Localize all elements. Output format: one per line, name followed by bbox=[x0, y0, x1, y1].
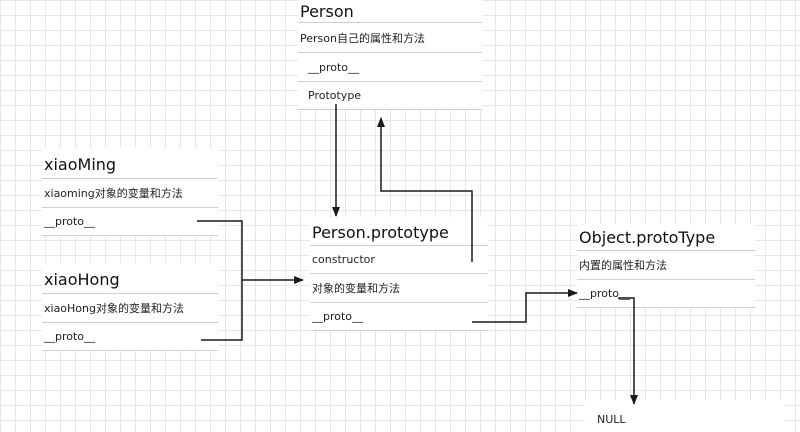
null-label: NULL bbox=[597, 413, 626, 426]
xiaoming-box: xiaoMing xiaoming对象的变量和方法 __proto__ bbox=[42, 148, 218, 236]
arrow-xiaohong-proto-to-prototype bbox=[201, 280, 243, 341]
person-prototype-box: Person.prototype constructor 对象的变量和方法 __… bbox=[310, 217, 488, 331]
person-prototype-props: 对象的变量和方法 bbox=[310, 274, 488, 303]
arrow-object-proto-to-null bbox=[618, 297, 638, 405]
person-proto: __proto__ bbox=[298, 53, 482, 82]
person-box: Person Person自己的属性和方法 __proto__ Prototyp… bbox=[298, 0, 482, 110]
xiaoming-title: xiaoMing bbox=[42, 150, 218, 179]
arrow-prototype-proto-to-object bbox=[472, 289, 578, 323]
xiaoming-props: xiaoming对象的变量和方法 bbox=[42, 179, 218, 208]
arrow-xiaoming-proto-to-prototype bbox=[197, 220, 304, 284]
xiaohong-box: xiaoHong xiaoHong对象的变量和方法 __proto__ bbox=[42, 263, 218, 351]
person-prototype-proto: __proto__ bbox=[310, 303, 488, 331]
xiaoming-proto: __proto__ bbox=[42, 208, 218, 236]
object-prototype-box: Object.protoType 内置的属性和方法 __proto__ bbox=[577, 224, 755, 308]
person-prototype-constructor: constructor bbox=[310, 246, 488, 274]
person-prototype-title: Person.prototype bbox=[310, 219, 488, 246]
object-prototype-proto: __proto__ bbox=[577, 280, 755, 308]
person-title: Person bbox=[298, 0, 482, 23]
person-prototype: Prototype bbox=[298, 82, 482, 110]
arrow-constructor-to-person bbox=[377, 117, 473, 262]
object-prototype-props: 内置的属性和方法 bbox=[577, 251, 755, 280]
null-area bbox=[585, 400, 785, 432]
xiaohong-proto: __proto__ bbox=[42, 323, 218, 351]
person-props: Person自己的属性和方法 bbox=[298, 24, 482, 53]
xiaohong-title: xiaoHong bbox=[42, 265, 218, 294]
object-prototype-title: Object.protoType bbox=[577, 224, 755, 251]
xiaohong-props: xiaoHong对象的变量和方法 bbox=[42, 294, 218, 323]
